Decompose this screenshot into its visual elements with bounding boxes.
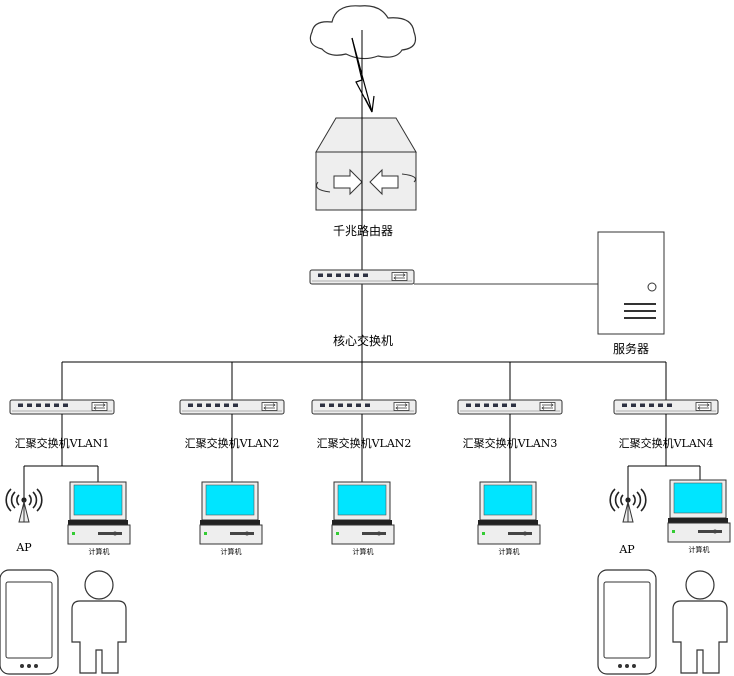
server-icon xyxy=(597,231,665,335)
phone-left-icon xyxy=(0,569,59,675)
ap-left-label: AP xyxy=(16,541,32,554)
computer-2-label: 计算机 xyxy=(220,548,242,556)
agg-switch-vlan4-icon xyxy=(613,399,719,415)
computer-4-label: 计算机 xyxy=(498,548,520,556)
router-label: 千兆路由器 xyxy=(332,224,394,238)
person-right-icon xyxy=(672,570,728,674)
agg-switch-vlan2b-label: 汇聚交换机VLAN2 xyxy=(316,437,412,450)
agg-switch-vlan2a-label: 汇聚交换机VLAN2 xyxy=(184,437,280,450)
agg-switch-vlan1-label: 汇聚交换机VLAN1 xyxy=(14,437,110,450)
ap-right-label: AP xyxy=(619,543,635,556)
computer-3-label: 计算机 xyxy=(352,548,374,556)
computer-1-icon xyxy=(67,481,131,545)
person-left-icon xyxy=(71,570,127,674)
computer-3-icon xyxy=(331,481,395,545)
agg-switch-vlan2a-icon xyxy=(179,399,285,415)
agg-switch-vlan1-icon xyxy=(9,399,115,415)
core-switch-icon xyxy=(309,269,415,285)
computer-1-label: 计算机 xyxy=(88,548,110,556)
computer-5-label: 计算机 xyxy=(688,546,710,554)
agg-switch-vlan3-icon xyxy=(457,399,563,415)
core-switch-label: 核心交换机 xyxy=(332,334,394,348)
agg-switch-vlan4-label: 汇聚交换机VLAN4 xyxy=(618,437,714,450)
agg-switch-vlan2b-icon xyxy=(311,399,417,415)
phone-right-icon xyxy=(597,569,657,675)
agg-switch-vlan3-label: 汇聚交换机VLAN3 xyxy=(462,437,558,450)
wan-link-bolt-zigzag xyxy=(351,37,373,113)
router-icon xyxy=(315,117,417,211)
internet-cloud xyxy=(309,5,417,60)
computer-2-icon xyxy=(199,481,263,545)
computer-5-icon xyxy=(667,479,731,543)
server-label: 服务器 xyxy=(612,342,650,356)
computer-4-icon xyxy=(477,481,541,545)
